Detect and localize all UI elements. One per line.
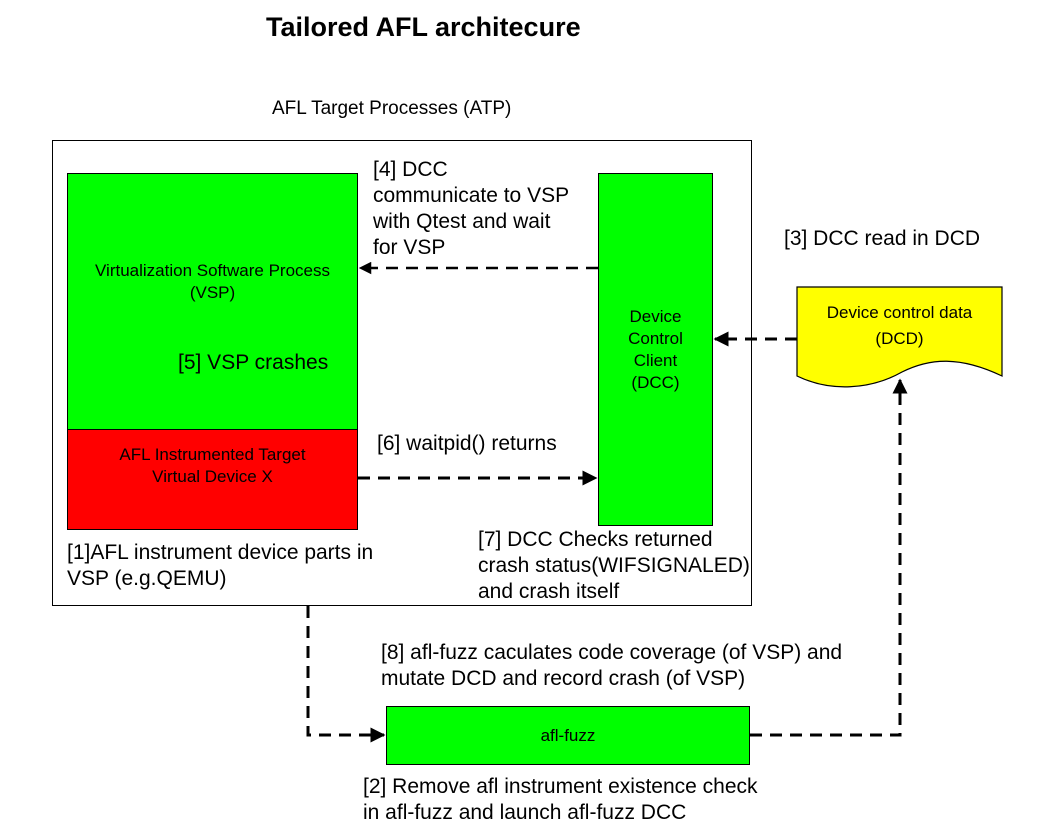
step-2-label: [2] Remove afl instrument existence chec… (363, 774, 758, 826)
step-7-line: crash status(WIFSIGNALED) (478, 554, 750, 577)
step-1-line: [1]AFL instrument device parts in (67, 541, 374, 564)
step-1-label: [1]AFL instrument device parts in VSP (e… (67, 540, 373, 592)
afl-instrumented-device-node: AFL Instrumented Target Virtual Device X (67, 429, 358, 530)
step-2-line: [2] Remove afl instrument existence chec… (363, 775, 758, 798)
vsp-node: Virtualization Software Process (VSP) (67, 173, 358, 431)
dcc-line: (DCC) (631, 372, 680, 392)
edge-atp-to-afl-fuzz (306, 606, 386, 743)
step-4-line: for VSP (373, 236, 446, 259)
step-8-label: [8] afl-fuzz caculates code coverage (of… (381, 640, 842, 692)
vsp-abbrev: (VSP) (189, 283, 236, 302)
dcd-document-shape (796, 286, 1003, 388)
dcd-node: Device control data (DCD) (797, 300, 1002, 352)
step-4-line: with Qtest and wait (373, 210, 551, 233)
dcc-node: Device Control Client (DCC) (598, 173, 713, 526)
dcd-name: Device control data (826, 303, 973, 322)
atp-container-label: AFL Target Processes (ATP) (272, 98, 512, 119)
step-7-line: [7] DCC Checks returned (478, 528, 713, 551)
step-5-label: [5] VSP crashes (178, 351, 329, 374)
step-4-label: [4] DCC communicate to VSP with Qtest an… (373, 157, 569, 261)
step-8-line: [8] afl-fuzz caculates code coverage (of… (381, 641, 843, 664)
vsp-name: Virtualization Software Process (95, 261, 330, 280)
step-7-label: [7] DCC Checks returned crash status(WIF… (478, 527, 750, 605)
step-3-label: [3] DCC read in DCD (784, 227, 981, 250)
afl-fuzz-node: afl-fuzz (386, 706, 750, 765)
dcc-line: Client (633, 350, 678, 370)
step-2-line: in afl-fuzz and launch afl-fuzz DCC (363, 801, 687, 824)
dcc-line: Device (629, 306, 682, 326)
dcc-line: Control (628, 328, 683, 348)
afl-device-line1: AFL Instrumented Target (119, 445, 306, 464)
step-1-line: VSP (e.g.QEMU) (67, 567, 227, 590)
step-4-line: [4] DCC (373, 158, 448, 181)
step-4-line: communicate to VSP (373, 184, 570, 207)
afl-device-line2: Virtual Device X (152, 467, 273, 486)
atp-container (52, 140, 752, 606)
step-6-label: [6] waitpid() returns (377, 432, 557, 455)
edge-afl-fuzz-to-dcd (750, 378, 908, 737)
diagram-title: Tailored AFL architecure (266, 12, 581, 42)
step-8-line: mutate DCD and record crash (of VSP) (381, 667, 746, 690)
afl-fuzz-label: afl-fuzz (540, 725, 596, 745)
step-7-line: and crash itself (478, 580, 620, 603)
dcd-abbrev: (DCD) (875, 329, 924, 348)
